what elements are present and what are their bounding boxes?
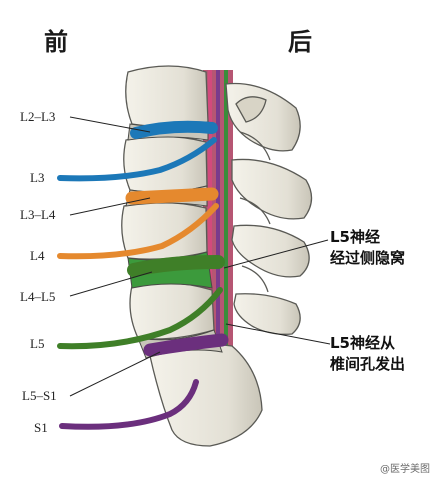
label-s1: S1 (34, 420, 48, 435)
label-l4-l5: L4–L5 (20, 289, 56, 304)
annotation-foramen-line2: 椎间孔发出 (330, 355, 406, 373)
label-l3: L3 (30, 170, 45, 185)
nerve-l5-s1 (143, 333, 229, 357)
vertebra-l2 (125, 65, 209, 128)
nerve-l5 (57, 287, 223, 350)
label-l4: L4 (30, 248, 45, 263)
annotation-lateral-recess: L5神经 经过侧隐窝 (330, 227, 405, 269)
nerve-l4 (57, 203, 219, 260)
label-l2-l3: L2–L3 (20, 109, 56, 124)
annotation-lateral-recess-line1: L5神经 (330, 228, 380, 246)
vertebral-bodies (121, 65, 263, 447)
annotation-lateral-recess-line2: 经过侧隐窝 (330, 249, 406, 267)
leader-lines (69, 116, 331, 397)
label-l5: L5 (30, 336, 45, 351)
label-l3-l4: L3–L4 (20, 207, 56, 222)
nerve-s1 (59, 379, 199, 430)
vertebra-l3 (123, 135, 208, 193)
nerve-l2-l3 (130, 120, 218, 139)
anterior-label: 前 (44, 28, 68, 56)
posterior-label: 后 (288, 28, 312, 56)
watermark: @医学美图 (380, 464, 430, 475)
sacrum (149, 343, 263, 447)
nerve-l3 (57, 137, 217, 182)
nerve-l3-l4 (125, 187, 219, 205)
posterior-elements (225, 82, 313, 335)
annotation-foramen: L5神经从 椎间孔发出 (330, 333, 405, 375)
annotation-foramen-line1: L5神经从 (330, 334, 395, 352)
nerve-l4-l5 (127, 255, 225, 277)
nerve-roots (57, 120, 229, 430)
label-l5-s1: L5–S1 (22, 388, 57, 403)
